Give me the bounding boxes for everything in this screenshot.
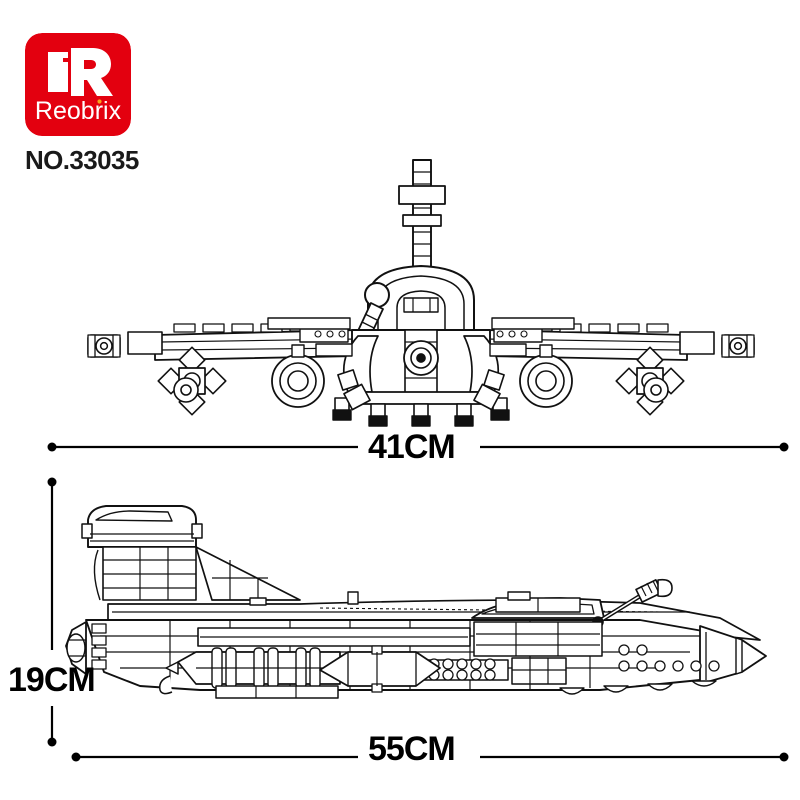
delta-wing-side bbox=[197, 627, 471, 647]
pitot-probe bbox=[356, 282, 390, 340]
reobrix-logo: Reobrix bbox=[25, 33, 131, 136]
left-wingtip-pod bbox=[87, 334, 121, 358]
dimension-label-width-bottom: 55CM bbox=[368, 730, 456, 768]
outer-gear-assembly bbox=[332, 397, 510, 421]
centerline-fuel-tank bbox=[319, 645, 441, 693]
front-view-aircraft bbox=[87, 159, 755, 427]
logo-wordmark-text: Reobrix bbox=[35, 97, 122, 125]
right-wingtip-pod bbox=[721, 334, 755, 358]
product-code: NO.33035 bbox=[25, 145, 139, 175]
right-drop-tank bbox=[519, 344, 573, 408]
left-drop-tank bbox=[271, 344, 325, 408]
side-view-aircraft bbox=[65, 505, 767, 699]
refuelling-probe bbox=[592, 578, 673, 628]
nose-cone bbox=[699, 625, 767, 685]
tail-hook bbox=[158, 675, 173, 695]
canopy-dome bbox=[367, 265, 475, 336]
logo-wordmark-dot bbox=[97, 99, 102, 104]
logo-letter-i bbox=[48, 52, 68, 92]
underbelly-missile bbox=[165, 647, 341, 689]
left-underwing-missile bbox=[157, 346, 227, 416]
belly-scallops bbox=[559, 680, 717, 695]
main-landing-gear bbox=[347, 391, 497, 427]
vertical-stabilizer bbox=[81, 505, 301, 601]
brand-block: Reobrix NO.33035 bbox=[25, 33, 195, 175]
intake-block bbox=[473, 621, 603, 657]
dimension-label-height-left: 19CM bbox=[8, 661, 96, 699]
vertical-tail-fin bbox=[398, 159, 446, 291]
fuselage-body bbox=[85, 619, 763, 691]
weapons-rack bbox=[391, 657, 567, 685]
dimension-label-width-top: 41CM bbox=[368, 428, 456, 466]
front-fuselage-body bbox=[267, 317, 575, 400]
front-wing-root-sensors bbox=[173, 377, 669, 403]
dimension-line-height-left bbox=[47, 477, 57, 747]
spine-antennas bbox=[249, 591, 531, 606]
left-wing bbox=[127, 322, 361, 361]
cockpit-canopy bbox=[471, 597, 605, 619]
nose-sensor-ports bbox=[535, 643, 720, 672]
front-outboard-pylons bbox=[337, 369, 505, 411]
lower-pylon-rail bbox=[215, 685, 339, 699]
right-underwing-missile bbox=[615, 346, 685, 416]
right-wing bbox=[481, 322, 715, 361]
upper-fuselage-spine bbox=[107, 599, 761, 641]
logo-letter-r bbox=[71, 48, 113, 96]
